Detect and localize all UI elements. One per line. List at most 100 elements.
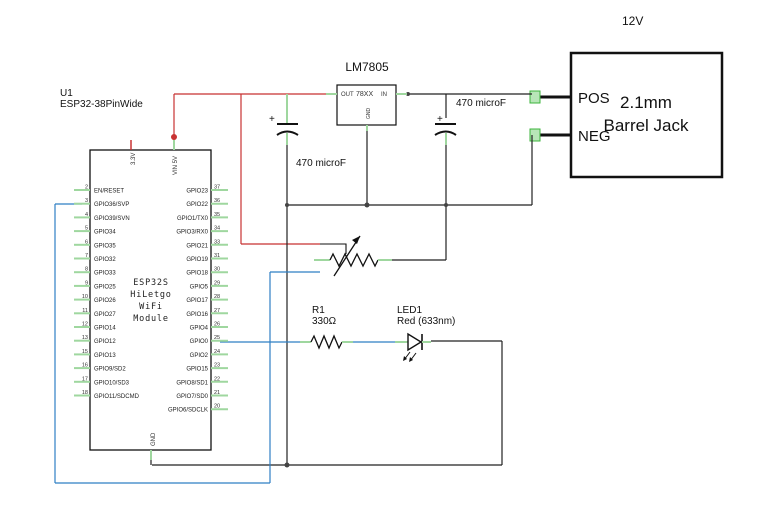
mcu-module-line-3: WiFi: [139, 302, 163, 312]
mcu-pin-name: GPIO21: [186, 243, 208, 249]
capacitor-input-polarity: +: [437, 114, 443, 125]
supply-voltage-label: 12V: [622, 14, 643, 28]
mcu-pin-number: 13: [82, 335, 88, 341]
regulator-pin-out: OUT: [341, 92, 354, 98]
mcu-pin-name: GPIO35: [94, 243, 116, 249]
mcu-pin-name: GPIO9/SD2: [94, 367, 126, 373]
mcu-pin-name: GPIO3/RX0: [176, 230, 208, 236]
mcu-pin-name: GPIO26: [94, 298, 116, 304]
mcu-pin-number: 8: [85, 267, 88, 273]
regulator-body: [336, 84, 397, 126]
barrel-jack-title-1: 2.1mm: [620, 93, 672, 112]
mcu-pin-name: GPIO0: [190, 339, 209, 345]
mcu-pin-number: 37: [214, 185, 220, 191]
capacitor-output-value: 470 microF: [296, 158, 346, 169]
mcu-pin-name: GPIO19: [186, 257, 208, 263]
mcu-body: [89, 149, 212, 451]
resistor-value: 330Ω: [312, 316, 337, 327]
regulator-title: LM7805: [345, 60, 389, 74]
mcu-pin-number: 22: [214, 376, 220, 382]
mcu-pin-number: 2: [85, 185, 88, 191]
barrel-jack-body: [569, 51, 724, 179]
mcu-pin-number: 4: [85, 212, 88, 218]
mcu-pin-number: 12: [82, 322, 88, 328]
junctions: [171, 92, 448, 468]
regulator-pin-gnd: GND: [366, 108, 372, 120]
barrel-jack-neg-label: NEG: [578, 128, 611, 145]
mcu-pin-name: GPIO1/TX0: [177, 216, 209, 222]
capacitor-output-polarity: +: [269, 114, 275, 125]
mcu-pin-name: GPIO5: [190, 284, 209, 290]
mcu-pin-number: 36: [214, 198, 220, 204]
mcu-pin-name: GPIO15: [186, 367, 208, 373]
mcu-pin-name: GPIO34: [94, 230, 116, 236]
mcu-pin-name: GPIO22: [186, 202, 208, 208]
signal-net-wires: [54, 203, 320, 484]
barrel-jack-neg-pad: [529, 128, 541, 142]
mcu-pin-number: 15: [82, 349, 88, 355]
mcu-pin-number: 16: [82, 363, 88, 369]
regulator-pin-in: IN: [381, 92, 387, 98]
ground-and-supply-wires: [150, 93, 533, 466]
led1: LED1 Red (633nm): [395, 305, 455, 362]
mcu-pin-name: GPIO14: [94, 326, 116, 332]
mcu-pin-name: EN/RESET: [94, 189, 124, 195]
esp32-module: U1 ESP32-38PinWide 3.3V VIN 5V GND ESP32…: [60, 88, 228, 460]
mcu-pin-name: GPIO13: [94, 353, 116, 359]
resistor-ref: R1: [312, 305, 325, 316]
resistor-r1: R1 330Ω: [300, 305, 395, 350]
mcu-pin-name: GPIO32: [94, 257, 116, 263]
barrel-jack-pos-label: POS: [578, 90, 610, 107]
mcu-pin-number: 21: [214, 390, 220, 396]
barrel-jack: 2.1mm Barrel Jack POS NEG: [529, 51, 724, 179]
mcu-pin-3v3: 3.3V: [131, 153, 137, 165]
mcu-pin-number: 5: [85, 226, 88, 232]
voltage-regulator: LM7805 OUT 78XX IN GND: [326, 60, 407, 131]
mcu-name: ESP32-38PinWide: [60, 99, 143, 110]
mcu-pin-name: GPIO8/SD1: [176, 380, 208, 386]
mcu-pin-number: 10: [82, 294, 88, 300]
mcu-pin-number: 25: [214, 335, 220, 341]
mcu-pin-number: 27: [214, 308, 220, 314]
mcu-pin-number: 9: [85, 280, 88, 286]
mcu-pin-name: GPIO4: [190, 326, 209, 332]
mcu-pin-number: 33: [214, 239, 220, 245]
mcu-pin-name: GPIO36/SVP: [94, 202, 129, 208]
mcu-pin-number: 20: [214, 404, 220, 410]
mcu-pin-number: 28: [214, 294, 220, 300]
power-net-5v: [173, 93, 330, 245]
mcu-pin-number: 29: [214, 280, 220, 286]
mcu-pin-number: 26: [214, 322, 220, 328]
mcu-pin-number: 23: [214, 363, 220, 369]
capacitor-input: + 470 microF: [434, 98, 506, 145]
barrel-jack-pos-pad: [529, 90, 541, 104]
mcu-pin-number: 31: [214, 253, 220, 259]
mcu-pin-name: GPIO11/SDCMD: [94, 394, 140, 400]
